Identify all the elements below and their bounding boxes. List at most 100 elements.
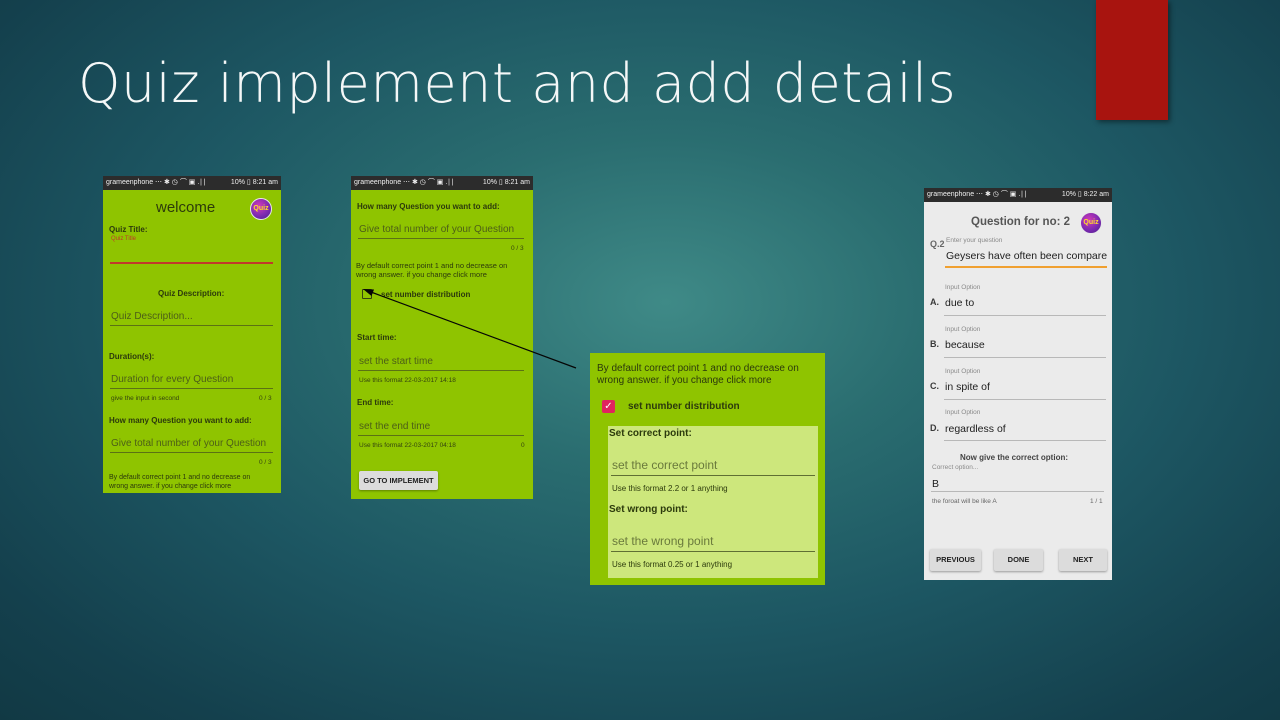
- question-count-counter: 0 / 3: [511, 245, 524, 252]
- clock: 8:21 am: [504, 179, 530, 186]
- correct-option-prompt: Now give the correct option:: [960, 453, 1069, 462]
- default-points-text-line2: wrong answer. if you change click more: [597, 375, 772, 386]
- next-button[interactable]: NEXT: [1059, 549, 1107, 571]
- question-count-label: How many Question you want to add:: [109, 416, 252, 425]
- start-time-label: Start time:: [357, 333, 397, 342]
- battery-level: 10%: [230, 179, 245, 186]
- wrong-point-input[interactable]: set the wrong point: [612, 534, 714, 548]
- carrier-label: grameenphone: [106, 179, 154, 186]
- status-icons: ⋯ ✱ ◷ ⌒ ▣ .∣∣: [976, 191, 1028, 198]
- option-a-hint: Input Option: [945, 284, 981, 291]
- quiz-logo-icon: Quiz: [250, 198, 272, 220]
- battery-icon: ▯: [1077, 191, 1082, 198]
- option-d-underline: [944, 440, 1106, 441]
- wrong-point-helper: Use this format 0.25 or 1 anything: [612, 560, 733, 569]
- default-points-text-line2: wrong answer. if you change click more: [109, 483, 232, 490]
- correct-point-underline: [611, 475, 815, 476]
- go-to-implement-button[interactable]: GO TO IMPLEMENT: [359, 471, 438, 490]
- duration-helper: give the input in second: [111, 395, 180, 402]
- duration-underline: [110, 388, 273, 389]
- option-b-letter: B.: [930, 339, 939, 349]
- screen-header: welcome: [156, 199, 216, 216]
- correct-option-hint: Correct option...: [932, 464, 979, 471]
- quiz-title-floating-hint: Quiz Title: [111, 236, 137, 242]
- distribution-checkbox-checked[interactable]: ✓: [602, 400, 615, 413]
- red-accent-tab: [1096, 0, 1168, 120]
- status-icons: ⋯ ✱ ◷ ⌒ ▣ .∣∣: [155, 179, 207, 186]
- battery-icon: ▯: [498, 179, 503, 186]
- option-a-underline: [944, 315, 1106, 316]
- option-a-letter: A.: [930, 297, 939, 307]
- default-points-text-line1: By default correct point 1 and no decrea…: [356, 261, 508, 270]
- option-b-underline: [944, 357, 1106, 358]
- battery-level: 10%: [482, 179, 497, 186]
- correct-option-input[interactable]: B: [932, 478, 940, 490]
- option-c-underline: [944, 399, 1106, 400]
- carrier-label: grameenphone: [354, 179, 402, 186]
- format-helper: the foroat will be like A: [932, 498, 997, 505]
- quiz-logo-icon: Quiz: [1080, 212, 1102, 234]
- question-hint: Enter your question: [946, 237, 1003, 244]
- status-icons: ⋯ ✱ ◷ ⌒ ▣ .∣∣: [403, 179, 455, 186]
- question-input[interactable]: Geysers have often been compare: [946, 250, 1108, 262]
- option-d-input[interactable]: regardless of: [945, 423, 1006, 435]
- default-points-text-line1: By default correct point 1 and no decrea…: [109, 474, 251, 481]
- quiz-title-input[interactable]: [110, 262, 273, 264]
- status-bar: grameenphone ⋯ ✱ ◷ ⌒ ▣ .∣∣ 10% ▯ 8:22 am: [924, 188, 1112, 202]
- correct-option-underline: [931, 491, 1104, 492]
- previous-button[interactable]: PREVIOUS: [930, 549, 981, 571]
- screenshot-question-screen: grameenphone ⋯ ✱ ◷ ⌒ ▣ .∣∣ 10% ▯ 8:22 am…: [924, 188, 1112, 580]
- zoomed-distribution-panel: By default correct point 1 and no decrea…: [590, 353, 825, 585]
- battery-icon: ▯: [246, 179, 251, 186]
- end-time-counter: 0: [521, 442, 525, 449]
- status-bar: grameenphone ⋯ ✱ ◷ ⌒ ▣ .∣∣ 10% ▯ 8:21 am: [103, 176, 281, 190]
- checkmark-icon: ✓: [604, 401, 613, 412]
- correct-point-helper: Use this format 2.2 or 1 anything: [612, 484, 728, 493]
- duration-label: Duration(s):: [109, 352, 155, 361]
- slide-title: Quiz implement and add details: [78, 52, 957, 115]
- question-underline-focused: [945, 266, 1107, 268]
- duration-counter: 0 / 3: [259, 395, 272, 402]
- option-d-letter: D.: [930, 423, 939, 433]
- distribution-checkbox-label: set number distribution: [381, 290, 471, 299]
- wrong-point-underline: [611, 551, 815, 552]
- end-time-input[interactable]: set the end time: [359, 421, 431, 432]
- default-points-text-line2: wrong answer. if you change click more: [356, 270, 487, 279]
- format-counter: 1 / 1: [1090, 498, 1103, 505]
- correct-point-input[interactable]: set the correct point: [612, 458, 718, 472]
- duration-input[interactable]: Duration for every Question: [111, 374, 234, 385]
- question-number: Q.2: [930, 239, 945, 249]
- default-points-text-line1: By default correct point 1 and no decrea…: [597, 363, 799, 374]
- start-time-underline: [358, 370, 524, 371]
- question-count-input[interactable]: Give total number of your Question: [111, 438, 267, 449]
- option-b-hint: Input Option: [945, 326, 981, 333]
- question-count-counter: 0 / 3: [259, 459, 272, 466]
- distribution-checkbox-label: set number distribution: [628, 401, 740, 412]
- end-time-label: End time:: [357, 398, 394, 407]
- question-count-input[interactable]: Give total number of your Question: [359, 224, 515, 235]
- status-bar: grameenphone ⋯ ✱ ◷ ⌒ ▣ .∣∣ 10% ▯ 8:21 am: [351, 176, 533, 190]
- end-time-underline: [358, 435, 524, 436]
- screenshot-welcome-screen: grameenphone ⋯ ✱ ◷ ⌒ ▣ .∣∣ 10% ▯ 8:21 am…: [103, 176, 281, 493]
- correct-point-label: Set correct point:: [609, 428, 692, 439]
- option-b-input[interactable]: because: [945, 339, 985, 351]
- question-header: Question for no: 2: [971, 216, 1071, 228]
- end-time-helper: Use this format 22-03-2017 04:18: [359, 442, 456, 449]
- quiz-title-label: Quiz Title:: [109, 225, 148, 234]
- done-button[interactable]: DONE: [994, 549, 1043, 571]
- question-count-label: How many Question you want to add:: [357, 202, 500, 211]
- option-a-input[interactable]: due to: [945, 297, 975, 309]
- option-c-input[interactable]: in spite of: [945, 381, 990, 393]
- quiz-description-input[interactable]: Quiz Description...: [111, 311, 193, 322]
- screenshot-settings-screen: grameenphone ⋯ ✱ ◷ ⌒ ▣ .∣∣ 10% ▯ 8:21 am…: [351, 176, 533, 499]
- quiz-description-label: Quiz Description:: [158, 289, 225, 298]
- option-c-letter: C.: [930, 381, 939, 391]
- question-count-underline: [110, 452, 273, 453]
- point-settings-box: Set correct point: set the correct point…: [608, 426, 818, 578]
- clock: 8:22 am: [1083, 191, 1109, 198]
- battery-level: 10%: [1061, 191, 1076, 198]
- quiz-description-underline: [110, 325, 273, 326]
- clock: 8:21 am: [252, 179, 278, 186]
- start-time-input[interactable]: set the start time: [359, 356, 433, 367]
